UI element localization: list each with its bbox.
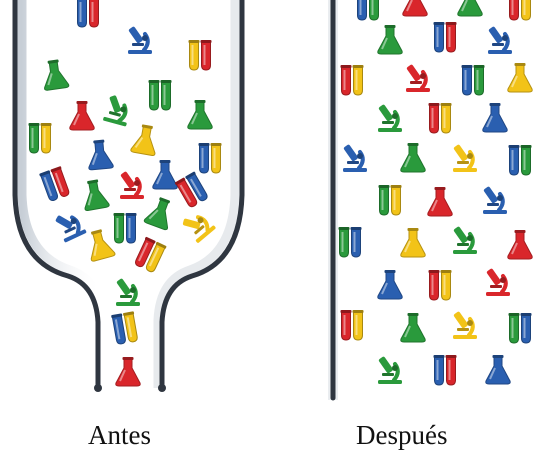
flask-icon xyxy=(483,103,507,132)
test-tubes-icon xyxy=(133,237,167,274)
flask-icon xyxy=(508,230,532,259)
flask-icon xyxy=(41,58,69,90)
caption-after: Después xyxy=(356,420,447,451)
test-tubes-icon xyxy=(77,0,100,27)
flask-icon xyxy=(80,178,109,211)
flask-icon xyxy=(401,228,425,257)
microscope-icon xyxy=(486,268,510,296)
microscope-icon xyxy=(103,93,133,126)
microscope-icon xyxy=(343,144,367,172)
test-tubes-icon xyxy=(509,0,532,20)
microscope-icon xyxy=(453,226,477,254)
test-tubes-icon xyxy=(339,227,362,257)
test-tubes-icon xyxy=(189,40,212,70)
flask-icon xyxy=(131,123,160,156)
test-tubes-icon xyxy=(114,213,137,243)
flask-icon xyxy=(116,357,140,386)
wide-pipe xyxy=(328,0,338,400)
flask-icon xyxy=(153,160,177,189)
flask-icon xyxy=(401,143,425,172)
caption-before: Antes xyxy=(88,420,151,451)
test-tubes-icon xyxy=(357,0,380,20)
flask-icon xyxy=(188,100,212,129)
test-tubes-icon xyxy=(509,313,532,343)
microscope-icon xyxy=(120,171,144,199)
microscope-icon xyxy=(453,311,477,339)
flask-icon xyxy=(378,25,402,54)
flask-icon xyxy=(458,0,482,16)
test-tubes-icon xyxy=(429,270,452,300)
flask-icon xyxy=(84,227,115,261)
icons-after-group xyxy=(339,0,533,385)
test-tubes-icon xyxy=(379,185,402,215)
test-tubes-icon xyxy=(434,22,457,52)
flask-icon xyxy=(403,0,427,16)
flask-icon xyxy=(87,139,114,170)
microscope-icon xyxy=(180,207,216,244)
flask-icon xyxy=(428,187,452,216)
microscope-icon xyxy=(378,356,402,384)
flask-icon xyxy=(144,195,177,231)
microscope-icon xyxy=(116,278,140,306)
microscope-icon xyxy=(488,26,512,54)
test-tubes-icon xyxy=(341,310,364,340)
microscope-icon xyxy=(128,26,152,54)
microscope-icon xyxy=(53,207,87,243)
flask-icon xyxy=(378,270,402,299)
flask-icon xyxy=(401,313,425,342)
test-tubes-icon xyxy=(39,166,71,202)
test-tubes-icon xyxy=(199,143,222,173)
microscope-icon xyxy=(406,64,430,92)
test-tubes-icon xyxy=(434,355,457,385)
test-tubes-icon xyxy=(149,80,172,110)
microscope-icon xyxy=(378,104,402,132)
test-tubes-icon xyxy=(462,65,485,95)
flask-icon xyxy=(508,63,532,92)
flask-icon xyxy=(486,355,510,384)
icons-before-group xyxy=(29,0,222,386)
test-tubes-icon xyxy=(509,145,532,175)
microscope-icon xyxy=(483,186,507,214)
test-tubes-icon xyxy=(111,311,139,345)
flask-icon xyxy=(70,101,94,130)
test-tubes-icon xyxy=(429,103,452,133)
test-tubes-icon xyxy=(175,171,210,208)
test-tubes-icon xyxy=(29,123,52,153)
test-tubes-icon xyxy=(341,65,364,95)
microscope-icon xyxy=(453,144,477,172)
